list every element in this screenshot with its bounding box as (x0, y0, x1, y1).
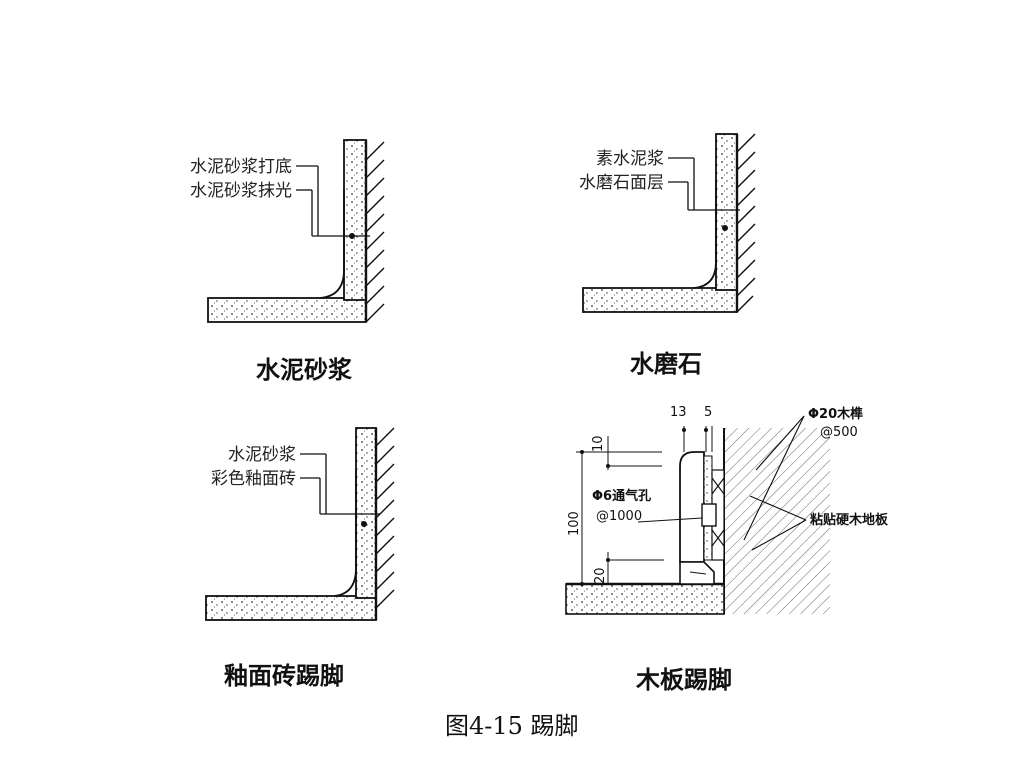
label-terrazzo-surface: 水磨石面层 (579, 173, 664, 193)
caption-glazed-tile: 釉面砖踢脚 (224, 661, 344, 690)
panel-wood-baseboard: 13 5 10 100 20 Φ20木榫 @500 Φ6通气孔 @1000 粘贴… (565, 405, 889, 615)
wall-hatching (375, 427, 395, 609)
label-cement-finish: 水泥砂浆抹光 (190, 181, 292, 201)
dim-13: 13 (670, 405, 687, 420)
wall-hatching (365, 141, 385, 323)
figure-caption: 图4-15 踢脚 (445, 712, 579, 740)
label-vent-spacing: @1000 (596, 509, 642, 524)
panel-cement-mortar: 水泥砂浆打底 水泥砂浆抹光 (190, 139, 385, 323)
label-hardwood-floor: 粘贴硬木地板 (809, 512, 889, 528)
leader-lines (296, 165, 370, 237)
dim-5: 5 (704, 405, 712, 420)
caption-terrazzo: 水磨石 (630, 349, 702, 378)
leader-lines (668, 157, 740, 211)
label-cement-base: 水泥砂浆打底 (190, 157, 292, 177)
panel-glazed-tile: 水泥砂浆 彩色釉面砖 (205, 427, 395, 621)
leader-lines (637, 415, 807, 551)
label-cement-mortar: 水泥砂浆 (228, 445, 296, 465)
label-dowel: Φ20木榫 (808, 406, 863, 422)
label-plain-cement-paste: 素水泥浆 (596, 149, 664, 169)
wall-hatching (736, 133, 756, 313)
panel-terrazzo: 素水泥浆 水磨石面层 (579, 133, 756, 313)
caption-cement-mortar: 水泥砂浆 (256, 355, 352, 384)
caption-wood-baseboard: 木板踢脚 (636, 665, 732, 694)
label-dowel-spacing: @500 (820, 425, 858, 440)
label-vent-hole: Φ6通气孔 (592, 488, 651, 504)
dim-100: 100 (567, 511, 582, 536)
label-colored-glazed-tile: 彩色釉面砖 (211, 469, 296, 489)
dim-10: 10 (591, 435, 606, 452)
leader-lines (300, 453, 380, 515)
dim-20: 20 (593, 567, 608, 584)
